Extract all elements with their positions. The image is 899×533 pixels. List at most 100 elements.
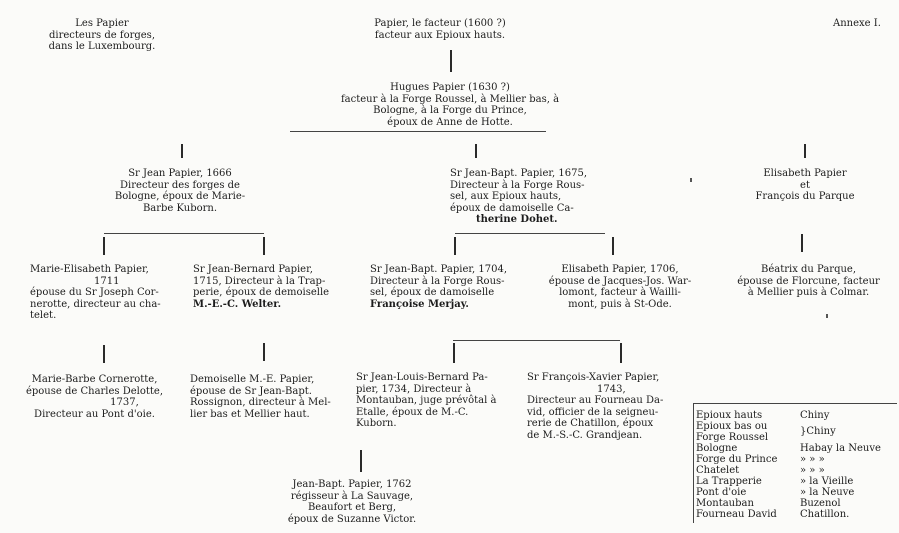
person-jean-bapt-papier-1704: Sr Jean-Bapt. Papier, 1704, Directeur à … xyxy=(370,264,507,310)
connector-line xyxy=(263,237,265,255)
person-line: Papier, le facteur (1600 ?) xyxy=(374,18,506,29)
person-line: François du Parque xyxy=(755,191,855,202)
legend-place: La Trapperie xyxy=(696,476,762,487)
person-line: pier, 1734, Directeur à xyxy=(356,383,472,395)
person-line: 1743, xyxy=(597,383,626,395)
person-line: Marie-Barbe Cornerotte, xyxy=(31,374,158,385)
connector-line xyxy=(455,233,605,234)
person-line: perie, époux de demoiselle xyxy=(193,287,330,298)
legend-location: Chatillon. xyxy=(800,509,850,520)
person-line: Sr François-Xavier Papier, xyxy=(527,372,660,383)
person-marie-barbe-cornerotte: Marie-Barbe Cornerotte, épouse de Charle… xyxy=(12,374,177,420)
legend-place: Bologne xyxy=(696,443,738,454)
person-line: 1711 xyxy=(94,275,120,287)
person-jean-louis-bernard-papier: Sr Jean-Louis-Bernard Pa- pier, 1734, Di… xyxy=(356,372,496,430)
person-line: épouse de Jacques-Jos. War- xyxy=(548,275,692,287)
person-line: Bologne, à la Forge du Prince, xyxy=(373,105,527,116)
person-line: 1737, xyxy=(110,397,139,408)
person-line: facteur à la Forge Roussel, à Mellier ba… xyxy=(340,93,560,105)
legend-place: Fourneau David xyxy=(696,509,777,520)
person-line: Sr Jean Papier, 1666 xyxy=(128,168,232,179)
legend-place: Chatelet xyxy=(696,465,740,476)
person-line: Demoiselle M.-E. Papier, xyxy=(190,374,315,385)
person-line: sel, époux de damoiselle xyxy=(370,287,495,298)
person-line: mont, puis à St-Ode. xyxy=(568,298,672,310)
person-line: facteur aux Epioux hauts. xyxy=(374,29,506,41)
legend-place: Forge du Prince xyxy=(696,454,778,465)
legend-location: Buzenol xyxy=(800,498,841,509)
header-left: Les Papier directeurs de forges, dans le… xyxy=(42,18,162,53)
legend-place: Pont d'oie xyxy=(696,487,747,498)
person-line: Kuborn. xyxy=(356,418,397,429)
legend-place: Epioux bas ou xyxy=(696,421,768,432)
person-line: Rossignon, directeur à Mel- xyxy=(190,397,331,408)
connector-line xyxy=(263,343,265,361)
person-line: et xyxy=(800,179,810,191)
header-left-line: Les Papier xyxy=(75,18,129,29)
person-line: lomont, facteur à Wailli- xyxy=(559,287,681,298)
connector-line xyxy=(181,144,183,158)
connector-line xyxy=(453,340,620,341)
person-line: rerie de Chatillon, époux xyxy=(527,418,654,429)
legend-location: » » » xyxy=(800,465,825,476)
person-line: de M.-S.-C. Grandjean. xyxy=(527,429,643,441)
person-line: Bologne, époux de Marie- xyxy=(114,191,246,202)
person-name-bold: Françoise Merjay. xyxy=(370,298,469,310)
person-line: vid, officier de la seigneu- xyxy=(527,406,659,418)
person-line: Sr Jean-Bapt. Papier, 1675, xyxy=(450,168,588,179)
person-beatrix-du-parque: Béatrix du Parque, épouse de Florcune, f… xyxy=(726,264,891,299)
connector-line xyxy=(804,144,806,158)
person-name-bold: M.-E.-C. Welter. xyxy=(193,298,282,310)
legend-location: » » » xyxy=(800,454,825,465)
person-line: M.-E.-C. Welter. xyxy=(193,299,329,311)
print-mark xyxy=(826,314,828,318)
person-line: épouse de Sr Jean-Bapt. xyxy=(190,385,312,397)
header-left-line: directeurs de forges, xyxy=(49,29,155,41)
connector-line xyxy=(360,450,362,472)
person-line: Barbe Kuborn. xyxy=(142,202,218,214)
connector-line xyxy=(103,345,105,363)
person-line: époux de Anne de Hotte. xyxy=(387,116,513,128)
person-line: épouse de Florcune, facteur xyxy=(737,275,880,287)
connector-line xyxy=(801,234,803,252)
person-hugues-papier: Hugues Papier (1630 ?) facteur à la Forg… xyxy=(300,82,600,128)
person-demoiselle-me-papier: Demoiselle M.-E. Papier, épouse de Sr Je… xyxy=(190,374,331,420)
person-elisabeth-papier-1706: Elisabeth Papier, 1706, épouse de Jacque… xyxy=(545,264,695,310)
person-jean-bapt-papier-1762: Jean-Bapt. Papier, 1762 régisseur à La S… xyxy=(262,479,442,525)
person-line: à Mellier puis à Colmar. xyxy=(747,287,870,298)
connector-line xyxy=(475,144,477,158)
person-line: Sr Jean-Bapt. Papier, 1704, xyxy=(370,264,508,275)
annex-label: Annexe I. xyxy=(833,18,881,29)
connector-line xyxy=(103,237,105,255)
person-line: telet. xyxy=(30,310,57,321)
person-jean-papier-1666: Sr Jean Papier, 1666 Directeur des forge… xyxy=(100,168,260,214)
person-name-bold: therine Dohet. xyxy=(476,214,558,225)
person-line: Hugues Papier (1630 ?) xyxy=(390,82,510,93)
legend-location: Chiny xyxy=(800,410,830,421)
person-line: Etalle, époux de M.-C. xyxy=(356,406,469,418)
person-line: Béatrix du Parque, xyxy=(760,264,857,275)
person-line: Jean-Bapt. Papier, 1762 xyxy=(292,479,412,490)
person-line: nerotte, directeur au cha- xyxy=(30,298,161,310)
person-line: épouse du Sr Joseph Cor- xyxy=(30,287,159,298)
person-line: épouse de Charles Delotte, xyxy=(25,385,164,397)
connector-line xyxy=(454,237,456,255)
person-jean-bapt-papier-1675: Sr Jean-Bapt. Papier, 1675, Directeur à … xyxy=(450,168,587,226)
connector-line xyxy=(104,233,264,234)
legend-location: }Chiny xyxy=(800,426,836,437)
person-line: Elisabeth Papier, 1706, xyxy=(561,264,679,275)
legend-location: » la Vieille xyxy=(800,476,854,487)
person-line: Directeur à la Forge Rous- xyxy=(370,275,505,287)
print-mark xyxy=(690,178,692,182)
person-line: Marie-Elisabeth Papier, xyxy=(30,264,149,275)
person-line: Directeur au Pont d'oie. xyxy=(34,408,155,420)
person-line: sel, aux Epioux hauts, xyxy=(450,191,562,202)
person-line: Sr Jean-Louis-Bernard Pa- xyxy=(356,372,488,383)
person-jean-bernard-papier: Sr Jean-Bernard Papier, 1715, Directeur … xyxy=(193,264,329,310)
person-line: Directeur des forges de xyxy=(120,179,240,191)
person-line: Beaufort et Berg, xyxy=(307,502,397,513)
legend-place: Forge Roussel xyxy=(696,432,769,443)
person-line: Montauban, juge prévôtal à xyxy=(356,395,497,406)
person-line: lier bas et Mellier haut. xyxy=(190,408,310,420)
legend-place: Epioux hauts xyxy=(696,410,763,421)
